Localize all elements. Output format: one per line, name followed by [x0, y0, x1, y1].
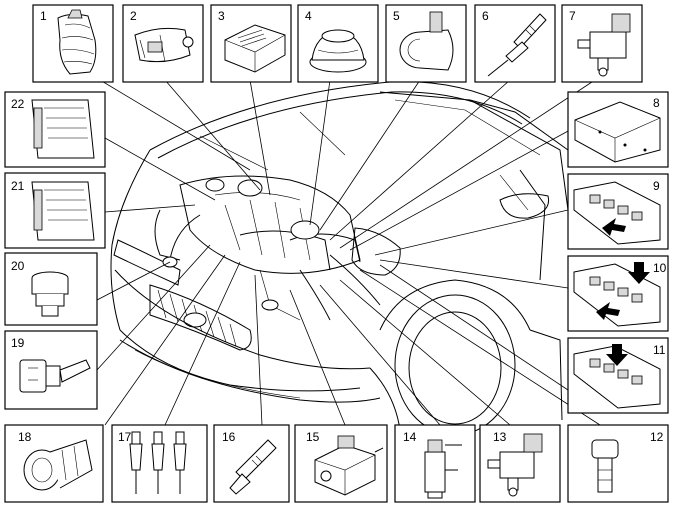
- component-number: 17: [118, 430, 132, 444]
- component-box-1: 1: [32, 4, 114, 83]
- component-box-18: 18: [4, 424, 104, 503]
- component-number: 21: [11, 179, 25, 193]
- relay-box-cover-icon: [574, 101, 661, 163]
- filter-cap-icon: [309, 29, 367, 73]
- relay-box-icon: [573, 262, 661, 327]
- component-box-15: 15: [294, 424, 388, 503]
- component-box-19: 19: [4, 330, 98, 410]
- component-box-2: 2: [122, 4, 204, 83]
- component-number: 18: [18, 430, 32, 444]
- component-box-7: 7: [561, 4, 643, 83]
- component-number: 11: [653, 343, 666, 357]
- component-box-13: 13: [479, 424, 561, 503]
- component-box-3: 3: [210, 4, 292, 83]
- component-box-11: 11: [567, 337, 669, 414]
- pressure-switch-icon: [31, 271, 69, 317]
- glow-plug-icon: [487, 13, 547, 77]
- throttle-housing-icon: [23, 439, 93, 491]
- component-number: 13: [493, 430, 507, 444]
- pressure-sensor-icon: [134, 27, 194, 63]
- component-number: 16: [222, 430, 236, 444]
- control-module-icon: [31, 99, 95, 159]
- component-box-5: 5: [385, 4, 467, 83]
- mass-air-flow-sensor-icon: [399, 11, 454, 71]
- solenoid-valve-icon: [577, 13, 631, 77]
- component-box-17: 17: [111, 424, 208, 503]
- relay-box-icon: [573, 181, 661, 245]
- component-box-9: 9: [567, 173, 669, 250]
- component-box-21: 21: [4, 172, 106, 249]
- component-box-10: 10: [567, 255, 669, 332]
- vacuum-valve-icon: [424, 439, 462, 499]
- component-number: 2: [130, 9, 137, 23]
- component-number: 20: [11, 259, 25, 273]
- speed-sensor-icon: [591, 439, 619, 493]
- component-box-14: 14: [394, 424, 476, 503]
- component-box-6: 6: [474, 4, 556, 83]
- solenoid-valve-icon: [487, 433, 543, 497]
- component-box-4: 4: [297, 4, 379, 83]
- component-box-16: 16: [213, 424, 290, 503]
- component-number: 7: [569, 9, 576, 23]
- component-number: 8: [653, 96, 660, 110]
- injector-icon: [229, 439, 277, 495]
- component-number: 3: [218, 9, 225, 23]
- component-box-12: 12: [567, 424, 669, 503]
- component-number: 19: [11, 336, 25, 350]
- component-box-22: 22: [4, 91, 106, 168]
- component-number: 9: [653, 179, 660, 193]
- component-number: 5: [393, 9, 400, 23]
- leader-lines: [96, 79, 601, 426]
- injection-pump-icon: [314, 435, 384, 496]
- component-number: 15: [306, 430, 320, 444]
- component-number: 1: [40, 9, 47, 23]
- component-box-20: 20: [4, 252, 98, 326]
- component-number: 12: [650, 430, 664, 444]
- component-box-8: 8: [567, 91, 669, 168]
- component-number: 14: [403, 430, 417, 444]
- component-number: 10: [653, 261, 667, 275]
- car-engine-bay-icon: [110, 81, 569, 436]
- relay-module-icon: [224, 24, 286, 73]
- component-number: 4: [305, 9, 312, 23]
- temperature-sensor-icon: [19, 359, 91, 393]
- intake-manifold-icon: [57, 9, 97, 75]
- component-number: 22: [11, 97, 25, 111]
- control-module-icon: [31, 181, 95, 241]
- relay-box-icon: [573, 344, 661, 409]
- glow-plugs-icon: [129, 431, 187, 494]
- component-number: 6: [482, 9, 489, 23]
